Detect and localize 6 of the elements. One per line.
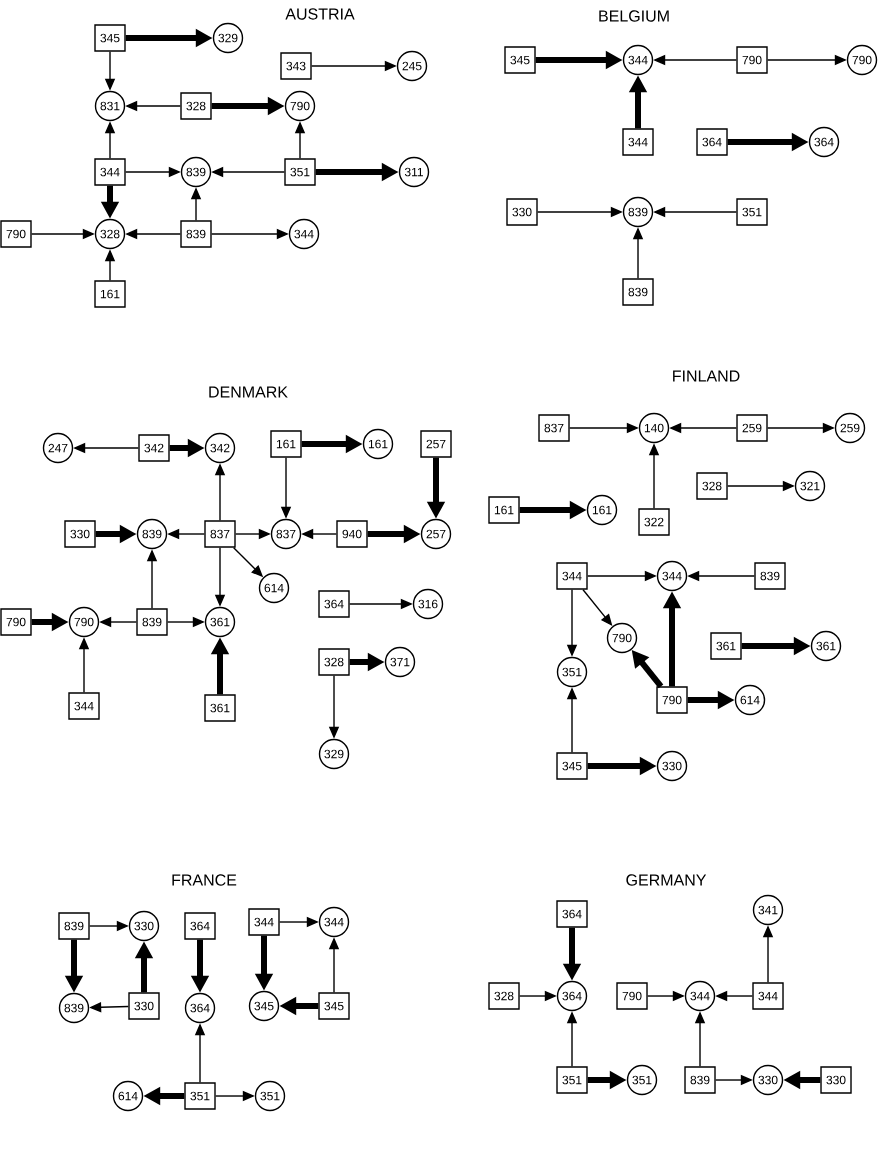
panel-title: FRANCE — [172, 874, 237, 886]
panel-title: BELGIUM — [599, 10, 669, 22]
panel-title: AUSTRIA — [285, 8, 355, 20]
panel-title: FINLAND — [673, 370, 740, 382]
panel-title: DENMARK — [209, 386, 288, 398]
panel-title: GERMANY — [626, 874, 707, 886]
